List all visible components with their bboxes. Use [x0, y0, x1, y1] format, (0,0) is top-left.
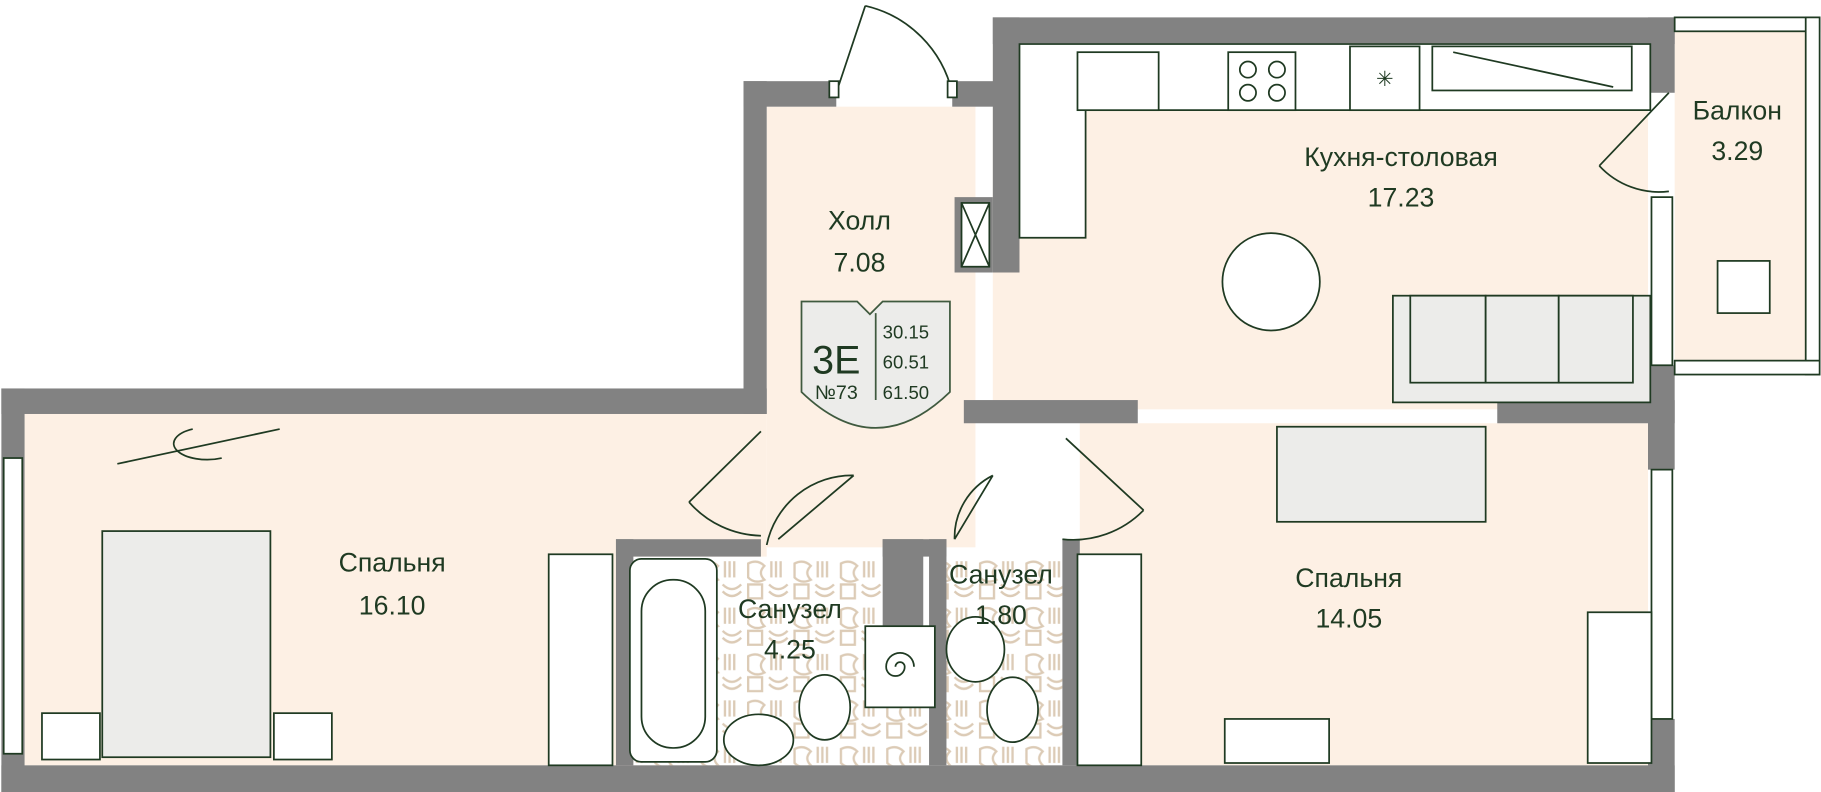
toilet-icon [798, 674, 852, 741]
bathroom2-area: 1.80 [975, 600, 1027, 630]
bedroom1-name: Спальня [339, 548, 446, 578]
bathtub [629, 558, 718, 763]
wardrobe-bedroom1 [547, 553, 614, 767]
bathroom1-name: Санузел [738, 594, 842, 624]
bathroom2-door[interactable] [953, 474, 994, 540]
balcony-rail-bottom [1673, 359, 1821, 376]
wardrobe-bedroom2 [1076, 553, 1143, 767]
balcony-rail-top [1673, 16, 1821, 33]
desk [1586, 611, 1653, 764]
balcony-area: 3.29 [1711, 136, 1763, 166]
window-bedroom2 [1650, 468, 1674, 720]
bedroom2-name: Спальня [1295, 563, 1402, 593]
balcony-rail-side [1804, 16, 1821, 376]
bathroom1-area: 4.25 [764, 635, 816, 665]
bathroom1-door[interactable] [765, 474, 855, 546]
washbasin [945, 616, 1006, 683]
bed-bedroom1 [101, 530, 272, 759]
window-kitchen [1650, 196, 1674, 367]
total-area-with-balcony: 61.50 [883, 382, 929, 403]
fridge-icon [1349, 45, 1421, 112]
hall-name: Холл [828, 206, 891, 236]
balcony-door[interactable] [1598, 92, 1670, 193]
stove-icon [1227, 51, 1297, 112]
hall-area: 7.08 [834, 247, 886, 277]
washing-machine [864, 625, 936, 709]
total-area: 60.51 [883, 352, 929, 373]
bedroom2-area: 14.05 [1315, 603, 1382, 633]
walls [1, 17, 1675, 792]
bathroom2-name: Санузел [949, 559, 1053, 589]
ceiling-fan [117, 428, 280, 465]
apartment-type: 3Е [812, 338, 860, 382]
nightstand [41, 712, 101, 761]
bedroom2-door[interactable] [1062, 437, 1145, 541]
bedroom1-area: 16.10 [359, 591, 426, 621]
kitchen-area: 17.23 [1368, 182, 1435, 212]
nightstand [273, 712, 333, 761]
balcony-floor [1674, 28, 1809, 366]
washbasin [722, 713, 795, 767]
bed-bedroom2 [1276, 425, 1487, 523]
sink-icon [1076, 51, 1160, 112]
furniture: ✳ [41, 43, 1771, 767]
bench [1223, 718, 1330, 764]
apartment-badge: 3Е №73 30.15 60.51 61.50 [800, 300, 951, 429]
balcony-name: Балкон [1693, 95, 1782, 125]
svg-text:✳: ✳ [1376, 68, 1393, 91]
living-area: 30.15 [883, 322, 929, 343]
kitchen-name: Кухня-столовая [1304, 142, 1497, 172]
toilet-icon [986, 676, 1039, 744]
doors[interactable] [688, 4, 1670, 546]
entrance-door[interactable] [828, 4, 958, 99]
window-bedroom1 [2, 457, 24, 755]
room-labels: Холл 7.08 Кухня-столовая 17.23 Балкон 3.… [339, 95, 1782, 664]
bedroom1-door[interactable] [688, 430, 762, 537]
apartment-number: №73 [815, 382, 858, 404]
windows [2, 16, 1821, 755]
dining-table [1221, 232, 1321, 332]
plant-icon [1716, 260, 1771, 314]
